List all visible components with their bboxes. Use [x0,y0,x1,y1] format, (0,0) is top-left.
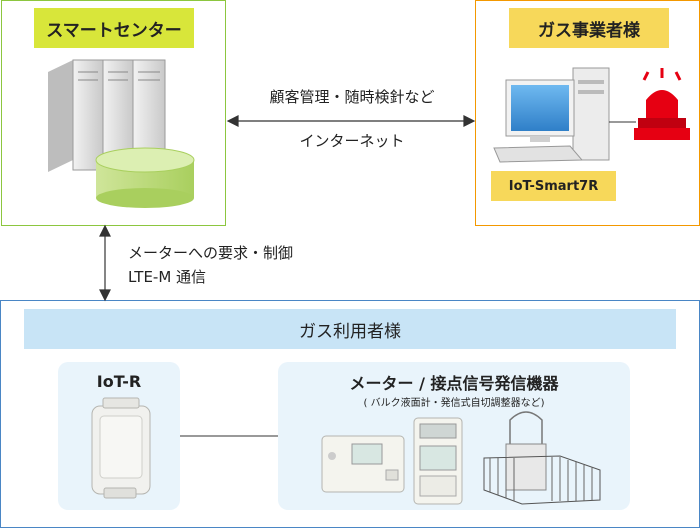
meter-subtitle: ( バルク液面計・発信式自切調整器など) [363,398,545,409]
iot-smart7r-label: IoT-Smart7R [491,171,616,201]
lte-double-arrow [99,224,111,302]
database-icon [95,147,195,208]
gas-meter-icon-2 [413,417,463,505]
internet-double-arrow [226,115,476,127]
smart-center-label: スマートセンター [34,8,194,48]
iot-r-device-icon [91,397,151,499]
link-left-line1: メーターへの要求・制御 [128,244,294,262]
alarm-light-icon [634,68,690,140]
gas-business-label: ガス事業者様 [509,8,669,48]
computer-icon [493,67,610,163]
link-top-line2: インターネット [299,132,405,150]
iot-r-title: IoT-R [96,372,142,391]
bulk-tank-icon [483,411,601,505]
gas-meter-icon [321,435,405,493]
link-left-line2: LTE-M 通信 [128,268,207,286]
meter-title: メーター / 接点信号発信機器 [349,374,559,393]
gas-user-label: ガス利用者様 [24,309,676,349]
link-top-line1: 顧客管理・随時検針など [269,88,435,106]
